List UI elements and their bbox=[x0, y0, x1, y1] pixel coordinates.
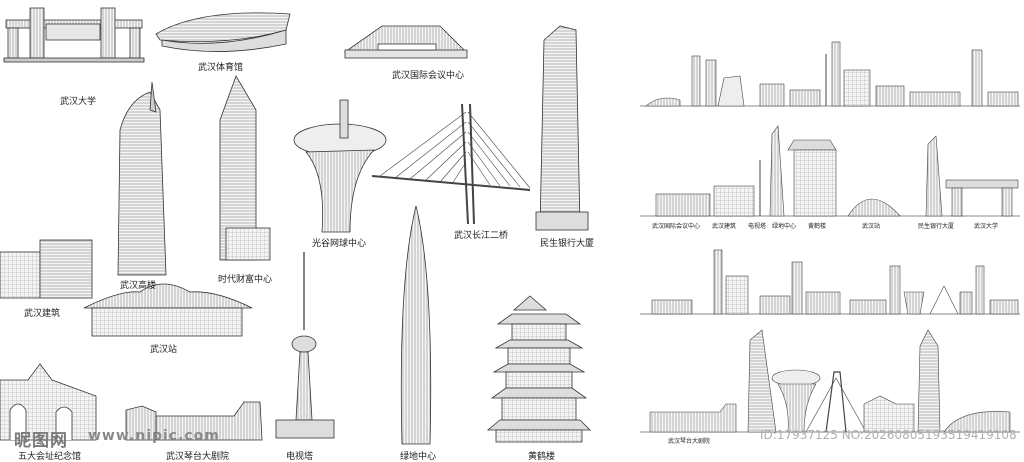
strip2-label: 绿地中心 bbox=[772, 223, 797, 230]
five-congress-memorial bbox=[0, 363, 97, 441]
label-minsheng: 民生银行大厦 bbox=[540, 239, 595, 249]
greenland-center bbox=[400, 205, 432, 445]
strip2-label: 黄鹤楼 bbox=[808, 223, 827, 230]
minsheng-bank-building bbox=[535, 25, 589, 231]
watermark-url: www.nipic.com bbox=[88, 428, 220, 444]
skyline-strip-2 bbox=[640, 125, 1020, 217]
strip2-label: 武汉国际会议中心 bbox=[652, 223, 701, 230]
label-conference-center: 武汉国际会议中心 bbox=[392, 71, 465, 81]
strip2-label: 武汉大学 bbox=[974, 223, 999, 230]
label-high-rise: 武汉高楼 bbox=[120, 281, 157, 291]
tv-tower bbox=[275, 252, 335, 439]
wuhan-architecture bbox=[0, 239, 93, 299]
skyline-strip-1 bbox=[640, 41, 1020, 107]
watermark-id: ID:17937125 NO:20260805193519419108 bbox=[760, 428, 1017, 442]
wuhan-gymnasium bbox=[155, 12, 291, 52]
label-tv-tower: 电视塔 bbox=[286, 452, 314, 462]
label-whu: 武汉大学 bbox=[60, 97, 97, 107]
label-erqiao: 武汉长江二桥 bbox=[454, 231, 509, 241]
label-station: 武汉站 bbox=[150, 345, 178, 355]
strip2-label: 电视塔 bbox=[748, 223, 767, 230]
label-architecture: 武汉建筑 bbox=[24, 309, 61, 319]
optics-valley-tennis-center bbox=[293, 99, 387, 233]
strip2-label: 武汉站 bbox=[862, 223, 881, 230]
label-qintai: 武汉琴台大剧院 bbox=[166, 452, 230, 462]
yellow-crane-tower bbox=[486, 295, 591, 443]
skyline-strip-3 bbox=[640, 249, 1020, 315]
label-yellow-crane: 黄鹤楼 bbox=[528, 452, 556, 462]
yangtze-second-bridge bbox=[371, 103, 531, 225]
label-greenland: 绿地中心 bbox=[400, 452, 437, 462]
wuhan-high-rise bbox=[117, 81, 167, 276]
strip2-label: 民生银行大厦 bbox=[918, 223, 955, 230]
strip4-label: 武汉琴台大剧院 bbox=[668, 438, 711, 445]
label-gym: 武汉体育馆 bbox=[198, 63, 244, 73]
international-conference-center bbox=[343, 25, 468, 59]
wuhan-station bbox=[83, 283, 253, 337]
label-memorial: 五大会址纪念馆 bbox=[18, 452, 82, 462]
times-wealth-center bbox=[219, 75, 271, 261]
strip2-label: 武汉建筑 bbox=[712, 223, 737, 230]
qintai-grand-theater bbox=[125, 401, 263, 441]
wuhan-university-gate bbox=[3, 7, 145, 63]
skyline-strip-4 bbox=[640, 329, 1020, 433]
watermark-brand: 昵图网 bbox=[14, 431, 68, 451]
label-guanggu: 光谷网球中心 bbox=[312, 239, 367, 249]
label-times-wealth: 时代财富中心 bbox=[218, 275, 273, 285]
